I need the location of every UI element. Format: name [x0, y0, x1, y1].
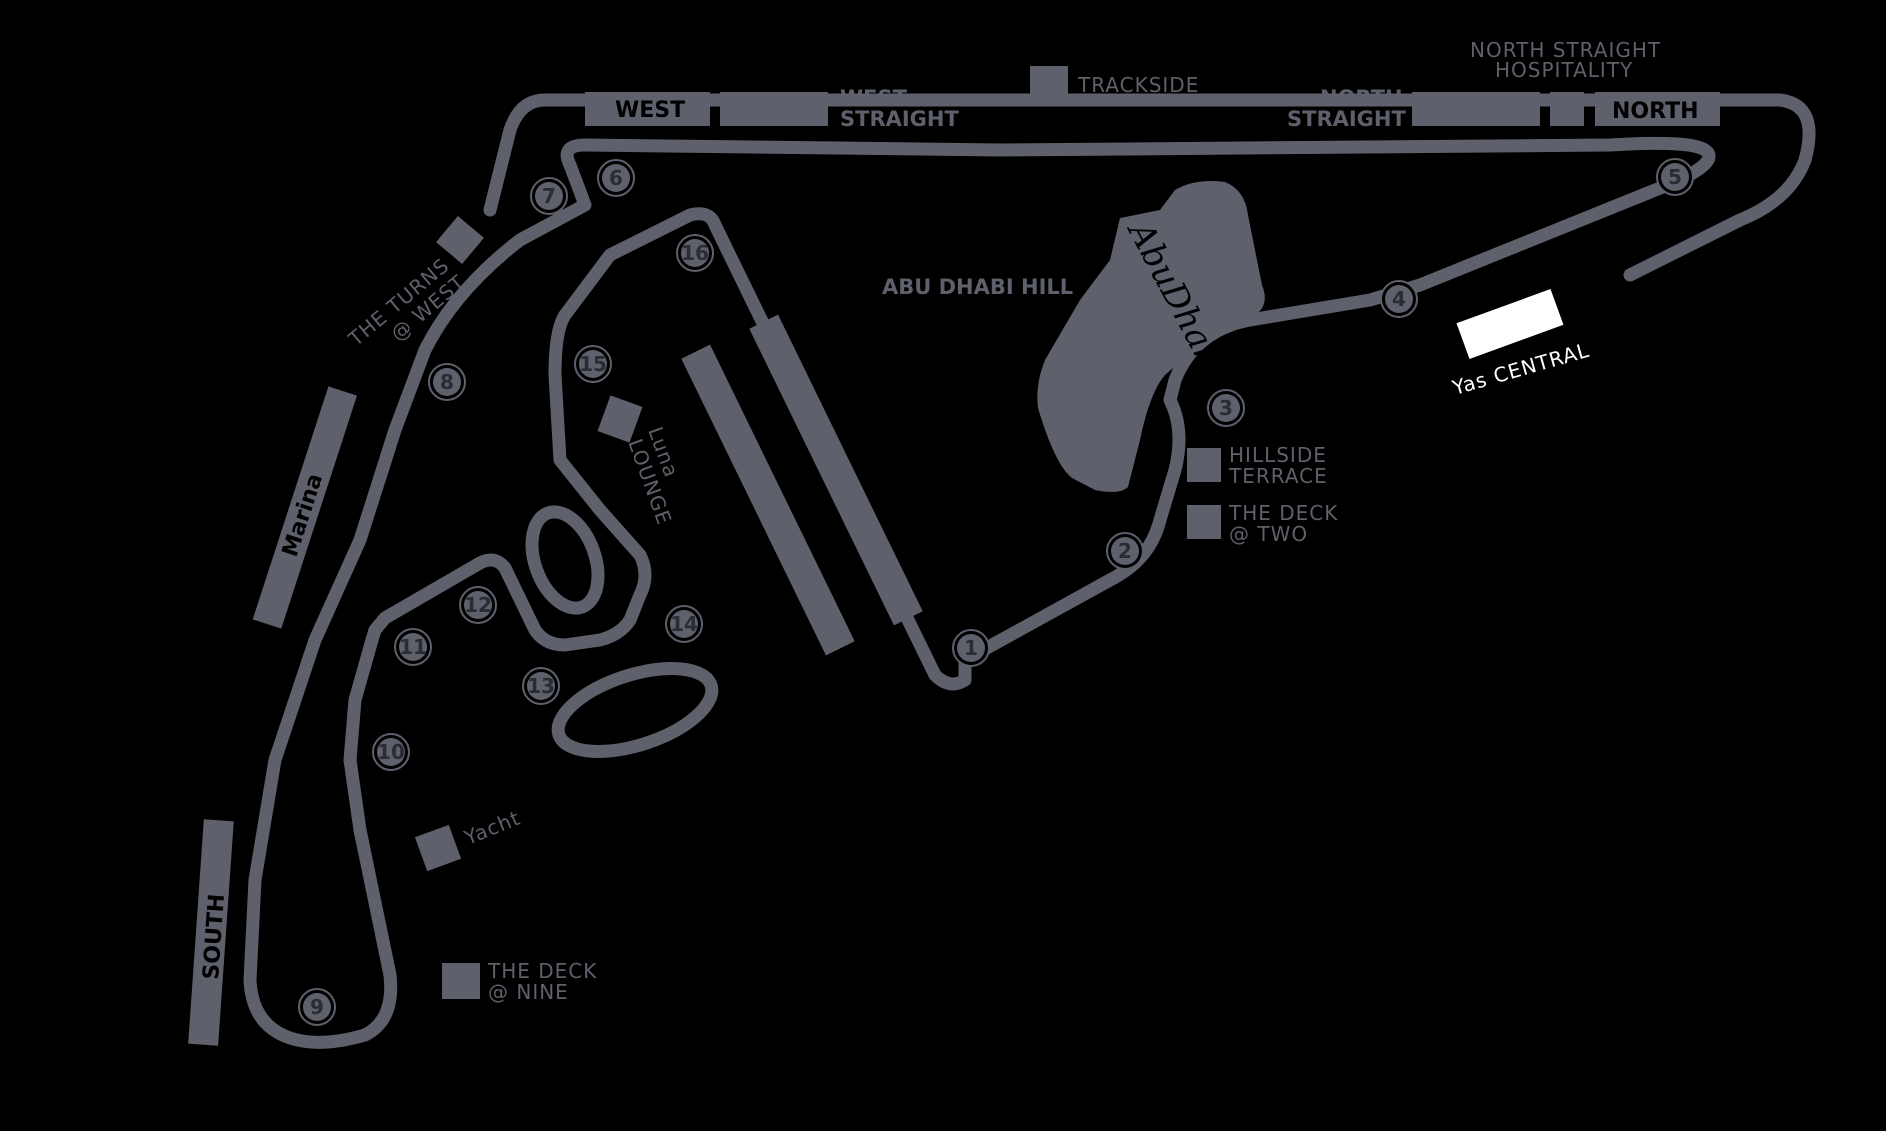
- svg-text:1: 1: [964, 636, 978, 660]
- abu-dhabi-hill-label: ABU DHABI HILL: [882, 275, 1073, 299]
- deck-at-two-stand[interactable]: [1187, 505, 1221, 539]
- turn-marker-6: 6: [597, 159, 635, 197]
- west-grandstand-label: WEST: [615, 98, 685, 123]
- north-straight-stand[interactable]: [1412, 92, 1540, 126]
- trackside-label: TRACKSIDE: [1077, 73, 1199, 97]
- south-grandstand[interactable]: [188, 819, 234, 1046]
- deck-at-two-label-1: THE DECK: [1228, 501, 1338, 525]
- west-straight-stand[interactable]: [720, 92, 828, 126]
- track-inner-loop: [525, 505, 605, 615]
- turn-marker-8: 8: [428, 363, 466, 401]
- luna-lounge-stand[interactable]: [597, 395, 643, 443]
- turn-marker-7: 7: [530, 177, 568, 215]
- svg-text:8: 8: [440, 370, 454, 394]
- turns-at-west-stand[interactable]: [436, 216, 484, 264]
- deck-at-nine-stand[interactable]: [442, 963, 480, 999]
- svg-text:10: 10: [377, 740, 405, 764]
- turn-marker-14: 14: [665, 605, 703, 643]
- main-pit-grandstand[interactable]: [681, 344, 855, 656]
- north-grandstand-label: NORTH: [1612, 99, 1699, 124]
- svg-text:7: 7: [542, 184, 556, 208]
- north-straight-hospitality-label-2: HOSPITALITY: [1495, 58, 1633, 82]
- north-straight-hospitality-stand[interactable]: [1550, 92, 1584, 126]
- svg-text:3: 3: [1219, 396, 1233, 420]
- svg-text:2: 2: [1118, 539, 1132, 563]
- svg-text:12: 12: [464, 593, 492, 617]
- hillside-terrace-stand[interactable]: [1187, 448, 1221, 482]
- hillside-terrace-label-2: TERRACE: [1228, 464, 1328, 488]
- turn-marker-13: 13: [522, 667, 560, 705]
- svg-text:15: 15: [579, 352, 607, 376]
- track-main-loop: [243, 136, 1716, 1049]
- main-grandstand[interactable]: [749, 314, 923, 626]
- turn-marker-12: 12: [459, 586, 497, 624]
- yas-central-stand[interactable]: [1456, 289, 1564, 359]
- turn-marker-10: 10: [372, 733, 410, 771]
- track-hairpin-ellipse: [551, 662, 719, 758]
- turn-marker-11: 11: [394, 628, 432, 666]
- svg-text:14: 14: [670, 612, 698, 636]
- svg-text:4: 4: [1392, 287, 1406, 311]
- svg-text:9: 9: [310, 995, 324, 1019]
- north-straight-label-2: STRAIGHT: [1287, 107, 1406, 131]
- west-grandstand[interactable]: [585, 92, 710, 126]
- west-straight-label-1: WEST: [840, 86, 908, 110]
- south-grandstand-label: SOUTH: [199, 893, 230, 980]
- svg-text:13: 13: [527, 674, 555, 698]
- turn-marker-1: 1: [952, 629, 990, 667]
- west-straight-label-2: STRAIGHT: [840, 107, 959, 131]
- track-west-return: [483, 93, 1816, 282]
- hillside-terrace-label-1: HILLSIDE: [1229, 443, 1327, 467]
- turn-marker-3: 3: [1207, 389, 1245, 427]
- turn-marker-15: 15: [574, 345, 612, 383]
- deck-at-nine-label-2: @ NINE: [488, 980, 569, 1004]
- svg-text:6: 6: [609, 166, 623, 190]
- yacht-stand[interactable]: [414, 824, 462, 872]
- turn-marker-5: 5: [1656, 158, 1694, 196]
- trackside-stand[interactable]: [1030, 66, 1068, 104]
- turn-marker-2: 2: [1106, 532, 1144, 570]
- marina-grandstand[interactable]: [252, 386, 357, 629]
- north-straight-label-1: NORTH: [1320, 86, 1403, 110]
- turn-marker-16: 16: [676, 234, 714, 272]
- north-grandstand[interactable]: [1595, 92, 1720, 126]
- svg-text:11: 11: [399, 635, 427, 659]
- abu-dhabi-hill-shape: [1037, 181, 1265, 492]
- deck-at-two-label-2: @ TWO: [1229, 522, 1308, 546]
- turn-marker-4: 4: [1380, 280, 1418, 318]
- svg-text:5: 5: [1668, 165, 1682, 189]
- north-straight-hospitality-label-1: NORTH STRAIGHT: [1470, 38, 1661, 62]
- svg-text:16: 16: [681, 241, 709, 265]
- turn-marker-9: 9: [298, 988, 336, 1026]
- deck-at-nine-label-1: THE DECK: [487, 959, 597, 983]
